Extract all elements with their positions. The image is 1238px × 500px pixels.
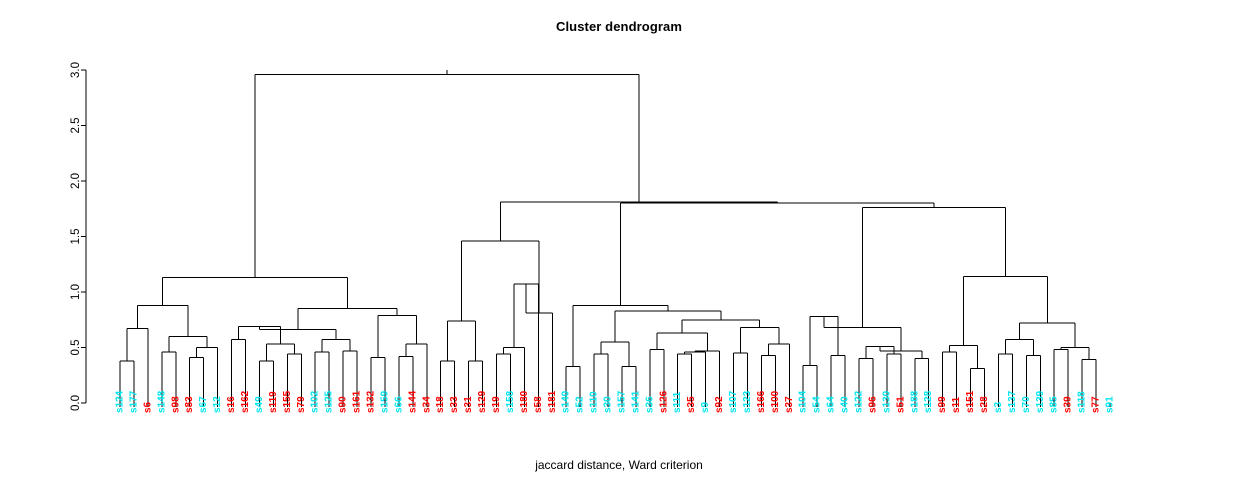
y-axis-tick-label: 3.0 [70, 62, 82, 78]
leaf-label: s141 [630, 390, 641, 413]
leaf-label: s70 [1021, 396, 1032, 413]
y-axis-tick-label: 2.5 [70, 118, 82, 134]
leaf-label: s151 [965, 390, 976, 413]
leaf-label: s119 [268, 391, 279, 413]
leaf-label: s31 [463, 396, 474, 413]
leaf-label: s79 [296, 396, 307, 413]
leaf-label: s58 [533, 396, 544, 413]
leaf-label: s77 [1091, 396, 1102, 413]
leaf-label: s148 [156, 390, 167, 413]
leaf-label: s104 [798, 390, 809, 413]
leaf-label: s18 [435, 396, 446, 413]
leaf-label: s132 [365, 390, 376, 413]
leaf-label: s128 [923, 390, 934, 413]
leaf-label: s100 [770, 390, 781, 413]
leaf-label: s16 [226, 396, 237, 413]
leaf-label: s159 [379, 390, 390, 413]
leaf-label: s140 [561, 390, 572, 413]
leaf-label: s162 [240, 390, 251, 413]
leaf-label: s123 [742, 390, 753, 413]
y-axis-tick-label: 1.0 [70, 284, 82, 300]
leaf-label: s110 [589, 391, 600, 413]
leaf-label: s19 [491, 396, 502, 413]
leaf-label: s90 [338, 396, 349, 413]
leaf-label: s52 [575, 396, 586, 413]
leaf-label: s33 [449, 396, 460, 413]
leaf-label: s180 [519, 390, 530, 413]
y-axis-tick-label: 2.0 [70, 173, 82, 189]
y-axis-tick-label: 0.5 [70, 340, 82, 356]
leaf-label: s28 [979, 396, 990, 413]
leaf-label: s34 [421, 396, 432, 413]
leaf-label: s96 [867, 396, 878, 413]
leaf-label: s40 [840, 396, 851, 413]
leaf-label: s129 [477, 390, 488, 413]
leaf-label: s39 [1063, 396, 1074, 413]
leaf-label: s111 [672, 391, 683, 413]
leaf-label: s64 [826, 396, 837, 413]
leaf-label: s130 [881, 390, 892, 413]
leaf-label: s126 [658, 390, 669, 413]
leaf-label: s158 [505, 390, 516, 413]
leaf-label: s9 [700, 401, 711, 413]
x-axis-label: jaccard distance, Ward criterion [535, 458, 703, 472]
leaf-label: s124 [115, 390, 126, 413]
leaf-label: s155 [282, 390, 293, 413]
leaf-label: s92 [714, 396, 725, 413]
leaf-label: s67 [198, 396, 209, 413]
leaf-label: s99 [937, 396, 948, 413]
leaf-label: s51 [895, 396, 906, 413]
leaf-label: s122 [854, 390, 865, 413]
leaf-label: s91 [1105, 396, 1116, 413]
leaf-label: s85 [1049, 396, 1060, 413]
y-axis: 0.0 0.5 1.0 1.5 2.0 2.5 3.0 [70, 62, 87, 411]
leaf-label: s139 [1035, 390, 1046, 413]
leaf-label: s37 [784, 396, 795, 413]
dendrogram-tree [119, 70, 1097, 403]
leaf-label: s188 [909, 390, 920, 413]
leaf-label: s12 [212, 396, 223, 413]
leaf-label: s54 [812, 396, 823, 413]
leaf-label: s11 [951, 396, 962, 413]
leaf-label: s181 [547, 390, 558, 413]
leaf-label: s177 [128, 390, 139, 413]
y-axis-tick-label: 0.0 [70, 395, 82, 411]
leaf-label: s118 [1077, 391, 1088, 413]
leaf-label: s36 [644, 396, 655, 413]
leaf-label: s125 [324, 390, 335, 413]
leaf-label: s161 [352, 390, 363, 413]
leaf-label: s157 [616, 390, 627, 413]
leaf-label: s144 [407, 390, 418, 413]
leaf-label: s6 [142, 401, 153, 413]
leaf-label: s107 [728, 390, 739, 413]
leaf-label: s137 [1007, 390, 1018, 413]
y-axis-tick-label: 1.5 [70, 229, 82, 245]
page-title: Cluster dendrogram [555, 19, 683, 34]
leaf-label: s49 [254, 396, 265, 413]
leaf-label: s30 [603, 396, 614, 413]
leaf-label: s98 [170, 396, 181, 413]
leaf-label: s166 [756, 390, 767, 413]
leaf-label: s66 [393, 396, 404, 413]
leaf-label: s35 [686, 396, 697, 413]
leaf-label: s3 [993, 401, 1004, 413]
leaf-label: s83 [184, 396, 195, 413]
leaf-label: s102 [310, 390, 321, 413]
